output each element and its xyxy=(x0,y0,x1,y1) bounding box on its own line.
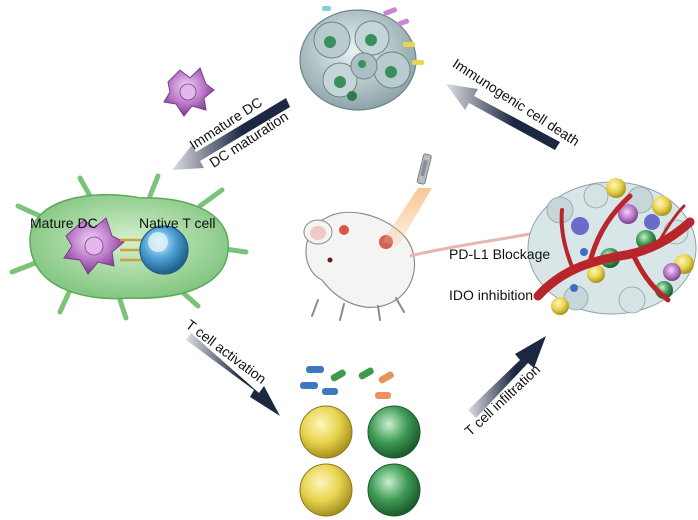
tumor-cluster-icon xyxy=(299,6,424,111)
t-cell-infiltration-arrow xyxy=(468,336,546,418)
dc-maturation-arrow xyxy=(172,98,290,170)
pd-l1-blockage-label: PD-L1 Blockage xyxy=(449,246,551,262)
ido-inhibition-label: IDO inhibition xyxy=(449,287,534,303)
dendritic-cell-icon xyxy=(163,67,215,117)
immunogenic-cell-death-arrow xyxy=(446,84,560,150)
t-cell-activation-arrow xyxy=(186,333,280,416)
laser-fiber-icon xyxy=(382,153,432,246)
mature-dc-cell xyxy=(9,173,249,321)
tumor-vasculature xyxy=(527,178,697,315)
mature-dc-label: Mature DC xyxy=(30,215,98,231)
mouse-icon xyxy=(303,211,541,321)
native-t-cell-label: Native T cell xyxy=(139,215,216,231)
activated-t-cells xyxy=(299,366,421,517)
